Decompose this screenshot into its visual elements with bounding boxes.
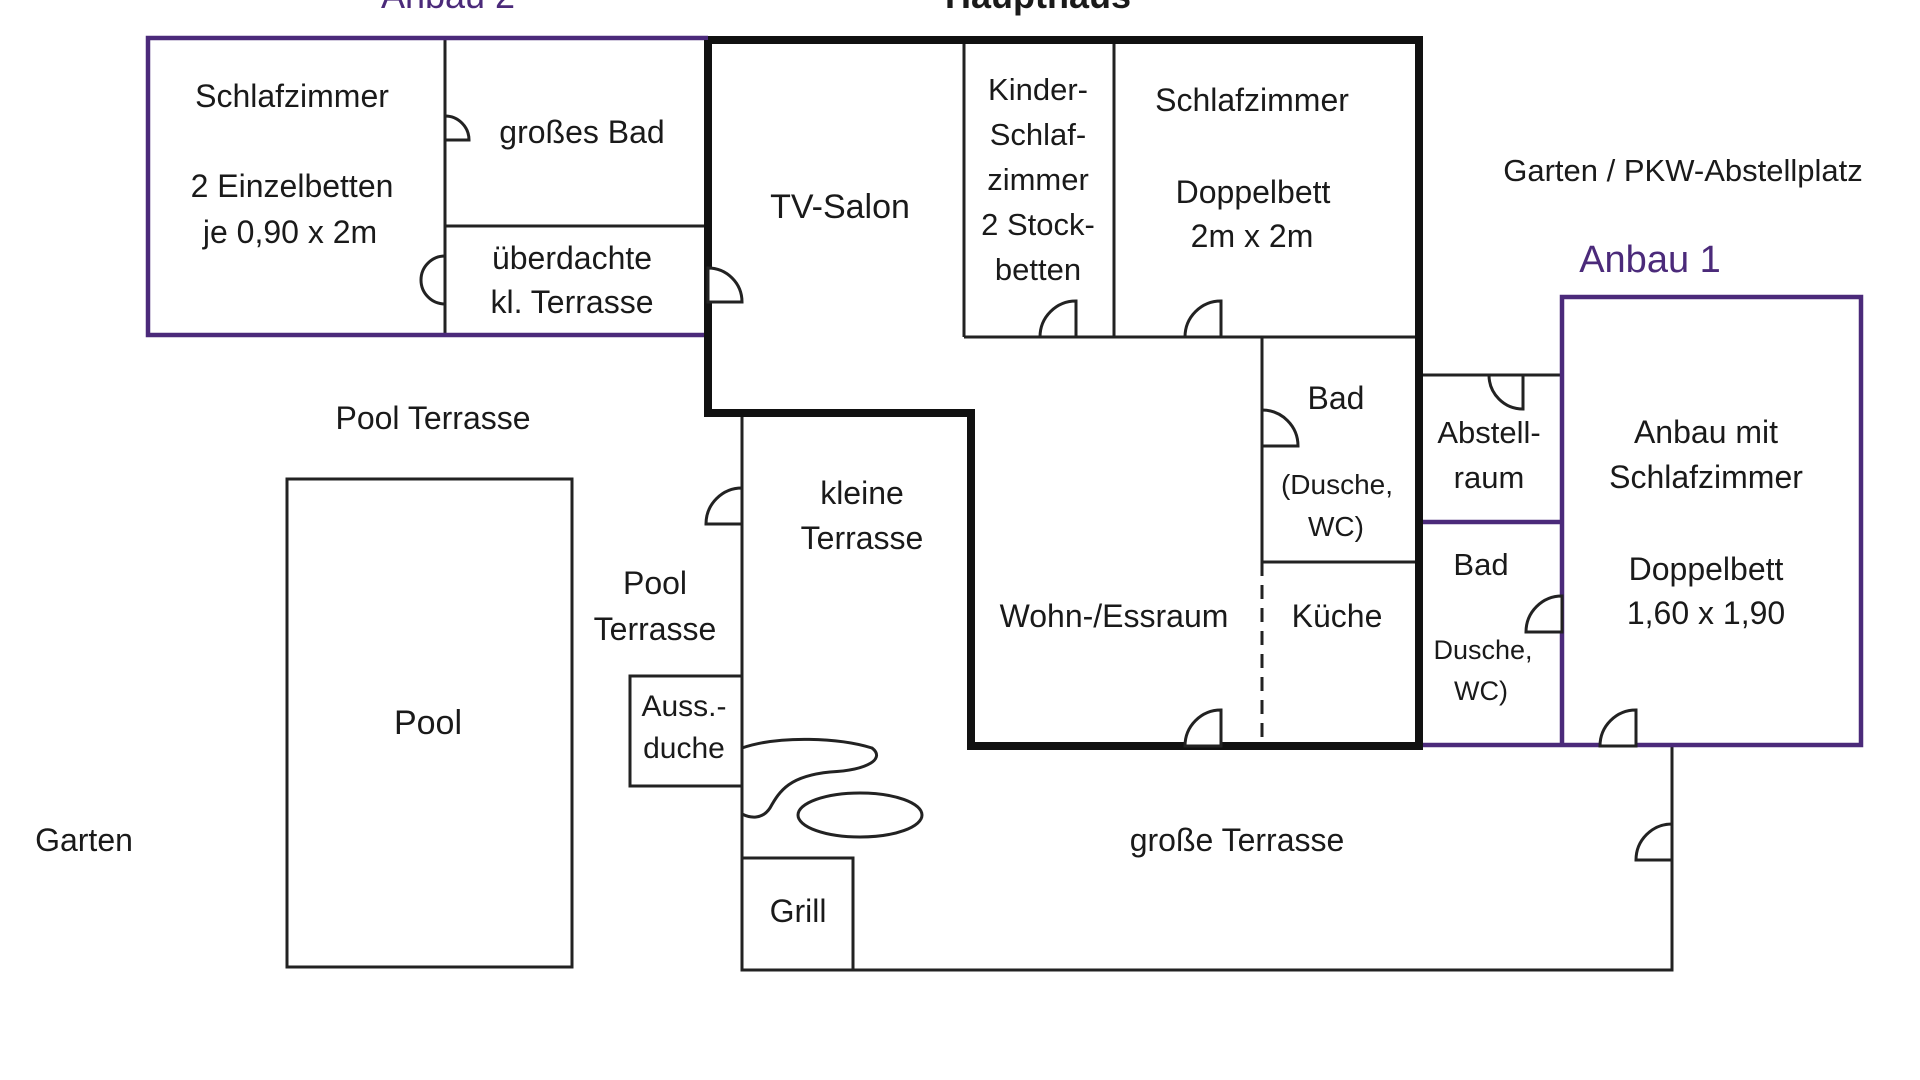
room-label: großes Bad	[499, 114, 664, 150]
area-label: Pool	[623, 565, 687, 601]
room-label: betten	[995, 252, 1081, 287]
wall-aussendusche	[628, 674, 742, 788]
haupthaus-outline	[704, 36, 1423, 750]
anbau1-label: Anbau 1	[1579, 239, 1721, 281]
room-detail: 2 Einzelbetten	[191, 168, 394, 204]
outdoor-table-shape	[796, 791, 924, 839]
pool-outline	[285, 477, 574, 969]
anbau2-outline	[145, 35, 708, 338]
room-label: Abstell-	[1437, 415, 1540, 450]
room-label: überdachte	[492, 240, 652, 276]
room-label: kl. Terrasse	[490, 284, 653, 320]
room-detail: Doppelbett	[1629, 551, 1784, 587]
room-label: Grill	[770, 893, 827, 929]
pool-label: Pool	[394, 704, 462, 742]
room-label: TV-Salon	[770, 188, 910, 226]
door-icon	[1183, 708, 1223, 748]
room-label: Kinder-	[988, 72, 1088, 107]
anbau1-outline	[1419, 294, 1864, 748]
room-label: 2 Stock-	[981, 207, 1095, 242]
door-icon	[1260, 408, 1300, 448]
room-label: große Terrasse	[1130, 822, 1345, 858]
room-label: raum	[1454, 460, 1525, 495]
room-label: kleine	[820, 475, 904, 511]
room-label: Anbau mit	[1634, 414, 1778, 450]
door-icon	[1634, 822, 1674, 862]
room-detail: WC)	[1308, 511, 1364, 542]
room-label: Bad	[1453, 547, 1508, 582]
outdoor-shower-path	[741, 737, 879, 819]
room-label: zimmer	[987, 162, 1089, 197]
haupthaus-label: Haupthaus	[945, 0, 1131, 16]
room-label: Wohn-/Essraum	[1000, 598, 1229, 634]
door-icon	[1487, 373, 1525, 411]
door-icon	[704, 486, 744, 526]
room-detail: (Dusche,	[1281, 469, 1393, 500]
room-label: Schlaf-	[990, 117, 1086, 152]
room-detail: Doppelbett	[1176, 174, 1331, 210]
door-icon	[1524, 594, 1564, 634]
door-icon	[1038, 299, 1078, 339]
room-label: Schlafzimmer	[1155, 82, 1349, 118]
door-icon	[419, 254, 447, 306]
room-detail: 2m x 2m	[1191, 218, 1314, 254]
area-label: Pool Terrasse	[335, 400, 530, 436]
room-label: Terrasse	[801, 520, 924, 556]
door-icon	[1598, 708, 1638, 748]
room-label: Bad	[1308, 380, 1365, 416]
door-icon	[706, 266, 744, 304]
room-detail: WC)	[1454, 676, 1508, 706]
door-icon	[443, 114, 471, 142]
room-label: Schlafzimmer	[195, 78, 389, 114]
room-label: duche	[643, 732, 725, 765]
room-detail: je 0,90 x 2m	[202, 214, 377, 250]
area-label: Garten	[35, 822, 133, 858]
room-detail: 1,60 x 1,90	[1627, 595, 1785, 631]
room-label: Auss.-	[641, 690, 726, 723]
walls	[145, 35, 1864, 972]
wall-grill	[742, 856, 855, 970]
room-detail: Dusche,	[1433, 635, 1532, 665]
area-label: Garten / PKW-Abstellplatz	[1503, 153, 1863, 188]
area-label: Terrasse	[594, 611, 717, 647]
anbau2-label: Anbau 2	[381, 0, 515, 16]
door-icon	[1183, 299, 1223, 339]
room-label: Schlafzimmer	[1609, 459, 1803, 495]
doors	[419, 114, 1674, 862]
room-label: Küche	[1292, 598, 1383, 634]
